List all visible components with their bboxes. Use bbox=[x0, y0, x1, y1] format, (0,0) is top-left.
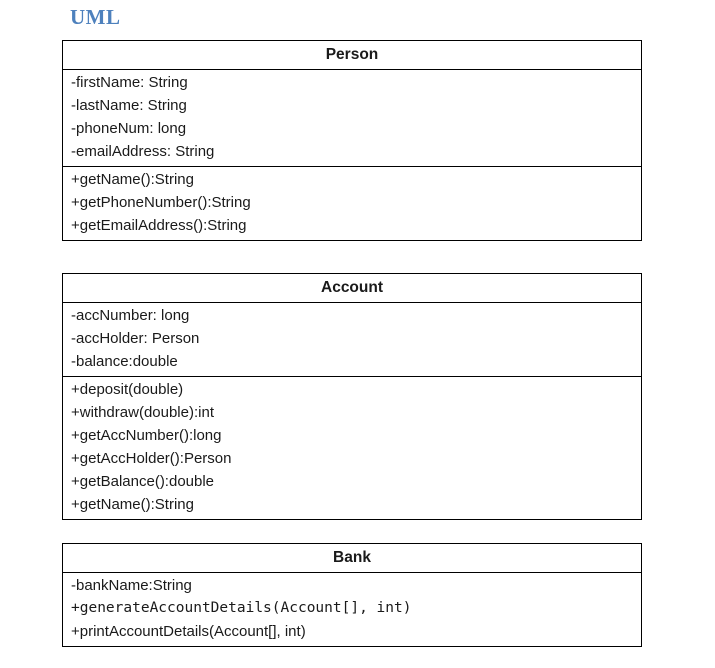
class-name-account: Account bbox=[63, 274, 641, 303]
uml-attribute-row: -bankName:String bbox=[71, 577, 192, 594]
page-title: UML bbox=[70, 5, 121, 29]
uml-method-row: +deposit(double) bbox=[71, 381, 184, 398]
uml-attribute-row: -firstName: String bbox=[71, 74, 188, 91]
uml-method-row: +getName():String bbox=[71, 496, 194, 513]
uml-method-row: +getPhoneNumber():String bbox=[71, 194, 251, 211]
uml-method-row: +getEmailAddress():String bbox=[71, 217, 247, 234]
uml-class-person: Person -firstName: String -lastName: Str… bbox=[62, 40, 642, 241]
uml-method-row: +generateAccountDetails(Account[], int) bbox=[71, 600, 412, 616]
uml-method-row: +getName():String bbox=[71, 171, 194, 188]
uml-attribute-row: -accHolder: Person bbox=[71, 330, 200, 347]
account-attributes-section: -accNumber: long -accHolder: Person -bal… bbox=[63, 303, 641, 377]
uml-method-row: +getAccHolder():Person bbox=[71, 450, 232, 467]
uml-attribute-row: -emailAddress: String bbox=[71, 143, 215, 160]
uml-attribute-row: -balance:double bbox=[71, 353, 178, 370]
uml-class-account: Account -accNumber: long -accHolder: Per… bbox=[62, 273, 642, 520]
uml-method-row: +printAccountDetails(Account[], int) bbox=[71, 623, 306, 640]
uml-class-bank: Bank -bankName:String +generateAccountDe… bbox=[62, 543, 642, 647]
class-name-bank: Bank bbox=[63, 544, 641, 573]
account-methods-section: +deposit(double) +withdraw(double):int +… bbox=[63, 377, 641, 519]
bank-members-section: -bankName:String +generateAccountDetails… bbox=[63, 573, 641, 646]
uml-method-row: +getBalance():double bbox=[71, 473, 215, 490]
uml-attribute-row: -lastName: String bbox=[71, 97, 187, 114]
person-methods-section: +getName():String +getPhoneNumber():Stri… bbox=[63, 167, 641, 240]
class-name-person: Person bbox=[63, 41, 641, 70]
person-attributes-section: -firstName: String -lastName: String -ph… bbox=[63, 70, 641, 167]
uml-method-row: +withdraw(double):int bbox=[71, 404, 214, 421]
uml-attribute-row: -accNumber: long bbox=[71, 307, 190, 324]
uml-attribute-row: -phoneNum: long bbox=[71, 120, 187, 137]
uml-method-row: +getAccNumber():long bbox=[71, 427, 222, 444]
